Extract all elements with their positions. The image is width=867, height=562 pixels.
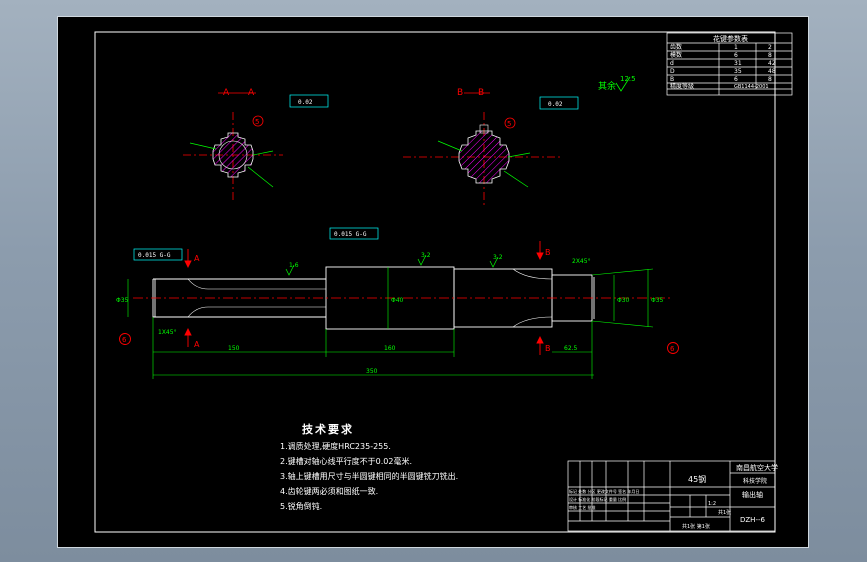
section-a-right-label: A	[248, 88, 255, 98]
section-arrow-b-bottom: B	[545, 344, 551, 353]
title-block-material: 45钢	[688, 474, 706, 484]
title-block-grid	[567, 460, 776, 532]
tolerance-frame-shaft-left-text: 0.015 G-G	[138, 252, 171, 259]
spline-table-cell: 1	[734, 44, 738, 51]
spline-table-cell: GB1144-2001	[734, 84, 769, 90]
dim-d-left: Φ35	[116, 297, 129, 304]
inner-frame	[94, 31, 776, 533]
balloon-section-a-text: 5	[255, 118, 259, 126]
spline-table-header: 花键参数表	[713, 34, 748, 43]
tolerance-frame-shaft-left	[133, 248, 183, 261]
balloon-left-end-text: 6	[122, 336, 127, 344]
cad-drawing: 花键参数表 齿数 1 2 模数 6 8 d 31 42D 35 48B 6 8 精度等级 GB1144-20…	[94, 31, 793, 533]
spline-table-cell: 42	[768, 60, 776, 67]
tech-requirement-5: 5.锐角倒钝.	[280, 502, 323, 511]
tolerance-frame-shaft-mid	[329, 227, 379, 240]
tolerance-frame-section-b-text: 0.02	[548, 101, 563, 108]
title-block-row-1: 标记 处数 分区 更改文件号 签名 年月日	[569, 488, 639, 494]
roughness-r3: 3.2	[493, 254, 503, 261]
tolerance-frame-shaft-mid-text: 0.015 G-G	[334, 231, 367, 238]
title-block-department: 科技学院	[743, 477, 767, 485]
tolerance-frame-section-a-text: 0.02	[298, 99, 313, 106]
tech-requirements-title: 技术要求	[302, 423, 354, 436]
spline-table-cell: 31	[734, 60, 742, 67]
balloon-section-a	[252, 115, 264, 127]
title-block-part-name: 输出轴	[742, 490, 763, 499]
tolerance-frame-section-b	[539, 96, 579, 110]
spline-table-cell: 8	[768, 76, 772, 83]
spline-table-cell: 6	[734, 52, 738, 59]
section-arrow-a-top: A	[194, 254, 200, 263]
title-block-footer: 共1张 第1张	[682, 523, 710, 530]
spline-table-cell: 8	[768, 52, 772, 59]
spline-table-cell: 6	[734, 76, 738, 83]
balloon-right-end-text: 6	[670, 345, 675, 353]
dim-d-mid: Φ40	[391, 297, 404, 304]
section-arrow-a-bottom: A	[194, 340, 200, 349]
section-arrows-b	[536, 241, 544, 355]
chamfer-left: 1X45°	[158, 329, 177, 336]
dim-d-far: Φ35	[651, 297, 664, 304]
section-b-right-label: B	[478, 88, 484, 98]
spline-table-rows: 齿数 1 2 模数 6 8 d 31 42D 35 48B 6 8 精度等级 GB1144-2001	[670, 43, 776, 90]
remaining-finish-value: 12.5	[620, 75, 636, 83]
dim-len-3: 62.5	[564, 345, 578, 352]
spline-table-cell: 35	[734, 68, 742, 75]
section-arrows-a	[184, 249, 192, 347]
spline-table-cell: 模数	[670, 51, 682, 59]
dimension-lines	[127, 267, 654, 379]
roughness-marks	[285, 254, 499, 276]
dim-d-right: Φ30	[617, 297, 630, 304]
roughness-symbol-icon	[615, 76, 631, 92]
section-a-a	[183, 92, 283, 202]
spline-table-cell: 齿数	[670, 43, 682, 51]
roughness-r2: 3.2	[421, 252, 431, 259]
tech-requirement-4: 4.齿轮键两必须和图纸一致.	[280, 487, 379, 496]
title-block-sheet: 共1张	[718, 509, 731, 516]
dim-len-1: 150	[228, 345, 240, 352]
section-a-left-label: A	[223, 88, 230, 98]
spline-table	[666, 32, 793, 96]
dim-total: 350	[366, 368, 378, 375]
balloon-section-b-text: 5	[507, 120, 511, 128]
title-block-school: 南昌航空大学	[736, 463, 778, 472]
roughness-r1: 1.6	[289, 262, 299, 269]
section-b-left-label: B	[457, 88, 463, 98]
title-block-drawing-no: DZH--6	[740, 516, 766, 524]
tech-requirements: 技术要求 1.调质处理,硬度HRC235-255. 2.键槽对轴心线平行度不于0…	[280, 421, 458, 514]
spline-table-cell: 精度等级	[670, 82, 694, 90]
balloon-right-end	[667, 342, 679, 354]
balloon-section-b	[504, 117, 516, 129]
tech-requirement-1: 1.调质处理,硬度HRC235-255.	[280, 442, 391, 451]
spline-table-cell: B	[670, 76, 674, 83]
section-arrow-b-top: B	[545, 248, 551, 257]
spline-table-cell: D	[670, 68, 675, 75]
section-b-b	[403, 92, 563, 207]
spline-table-cell: 48	[768, 68, 776, 75]
tech-requirement-2: 2.键槽对轴心线平行度不于0.02毫米.	[280, 457, 412, 466]
remaining-finish-label: 其余	[598, 80, 616, 92]
chamfer-right: 2X45°	[572, 258, 591, 265]
title-block-row-2: 设计 标准化 阶段标记 重量 比例	[569, 496, 626, 502]
dim-len-2: 160	[384, 345, 396, 352]
spline-table-cell: 2	[768, 44, 772, 51]
spline-table-cell: d	[670, 60, 674, 67]
title-block-row-3: 审核 工艺 批准	[569, 504, 596, 510]
title-block-scale: 1:2	[708, 501, 716, 507]
tolerance-frame-section-a	[289, 94, 329, 108]
balloon-left-end	[119, 333, 131, 345]
tech-requirement-3: 3.轴上键槽用尺寸与半圆键相同的半圆键铣刀铣出.	[280, 472, 459, 481]
